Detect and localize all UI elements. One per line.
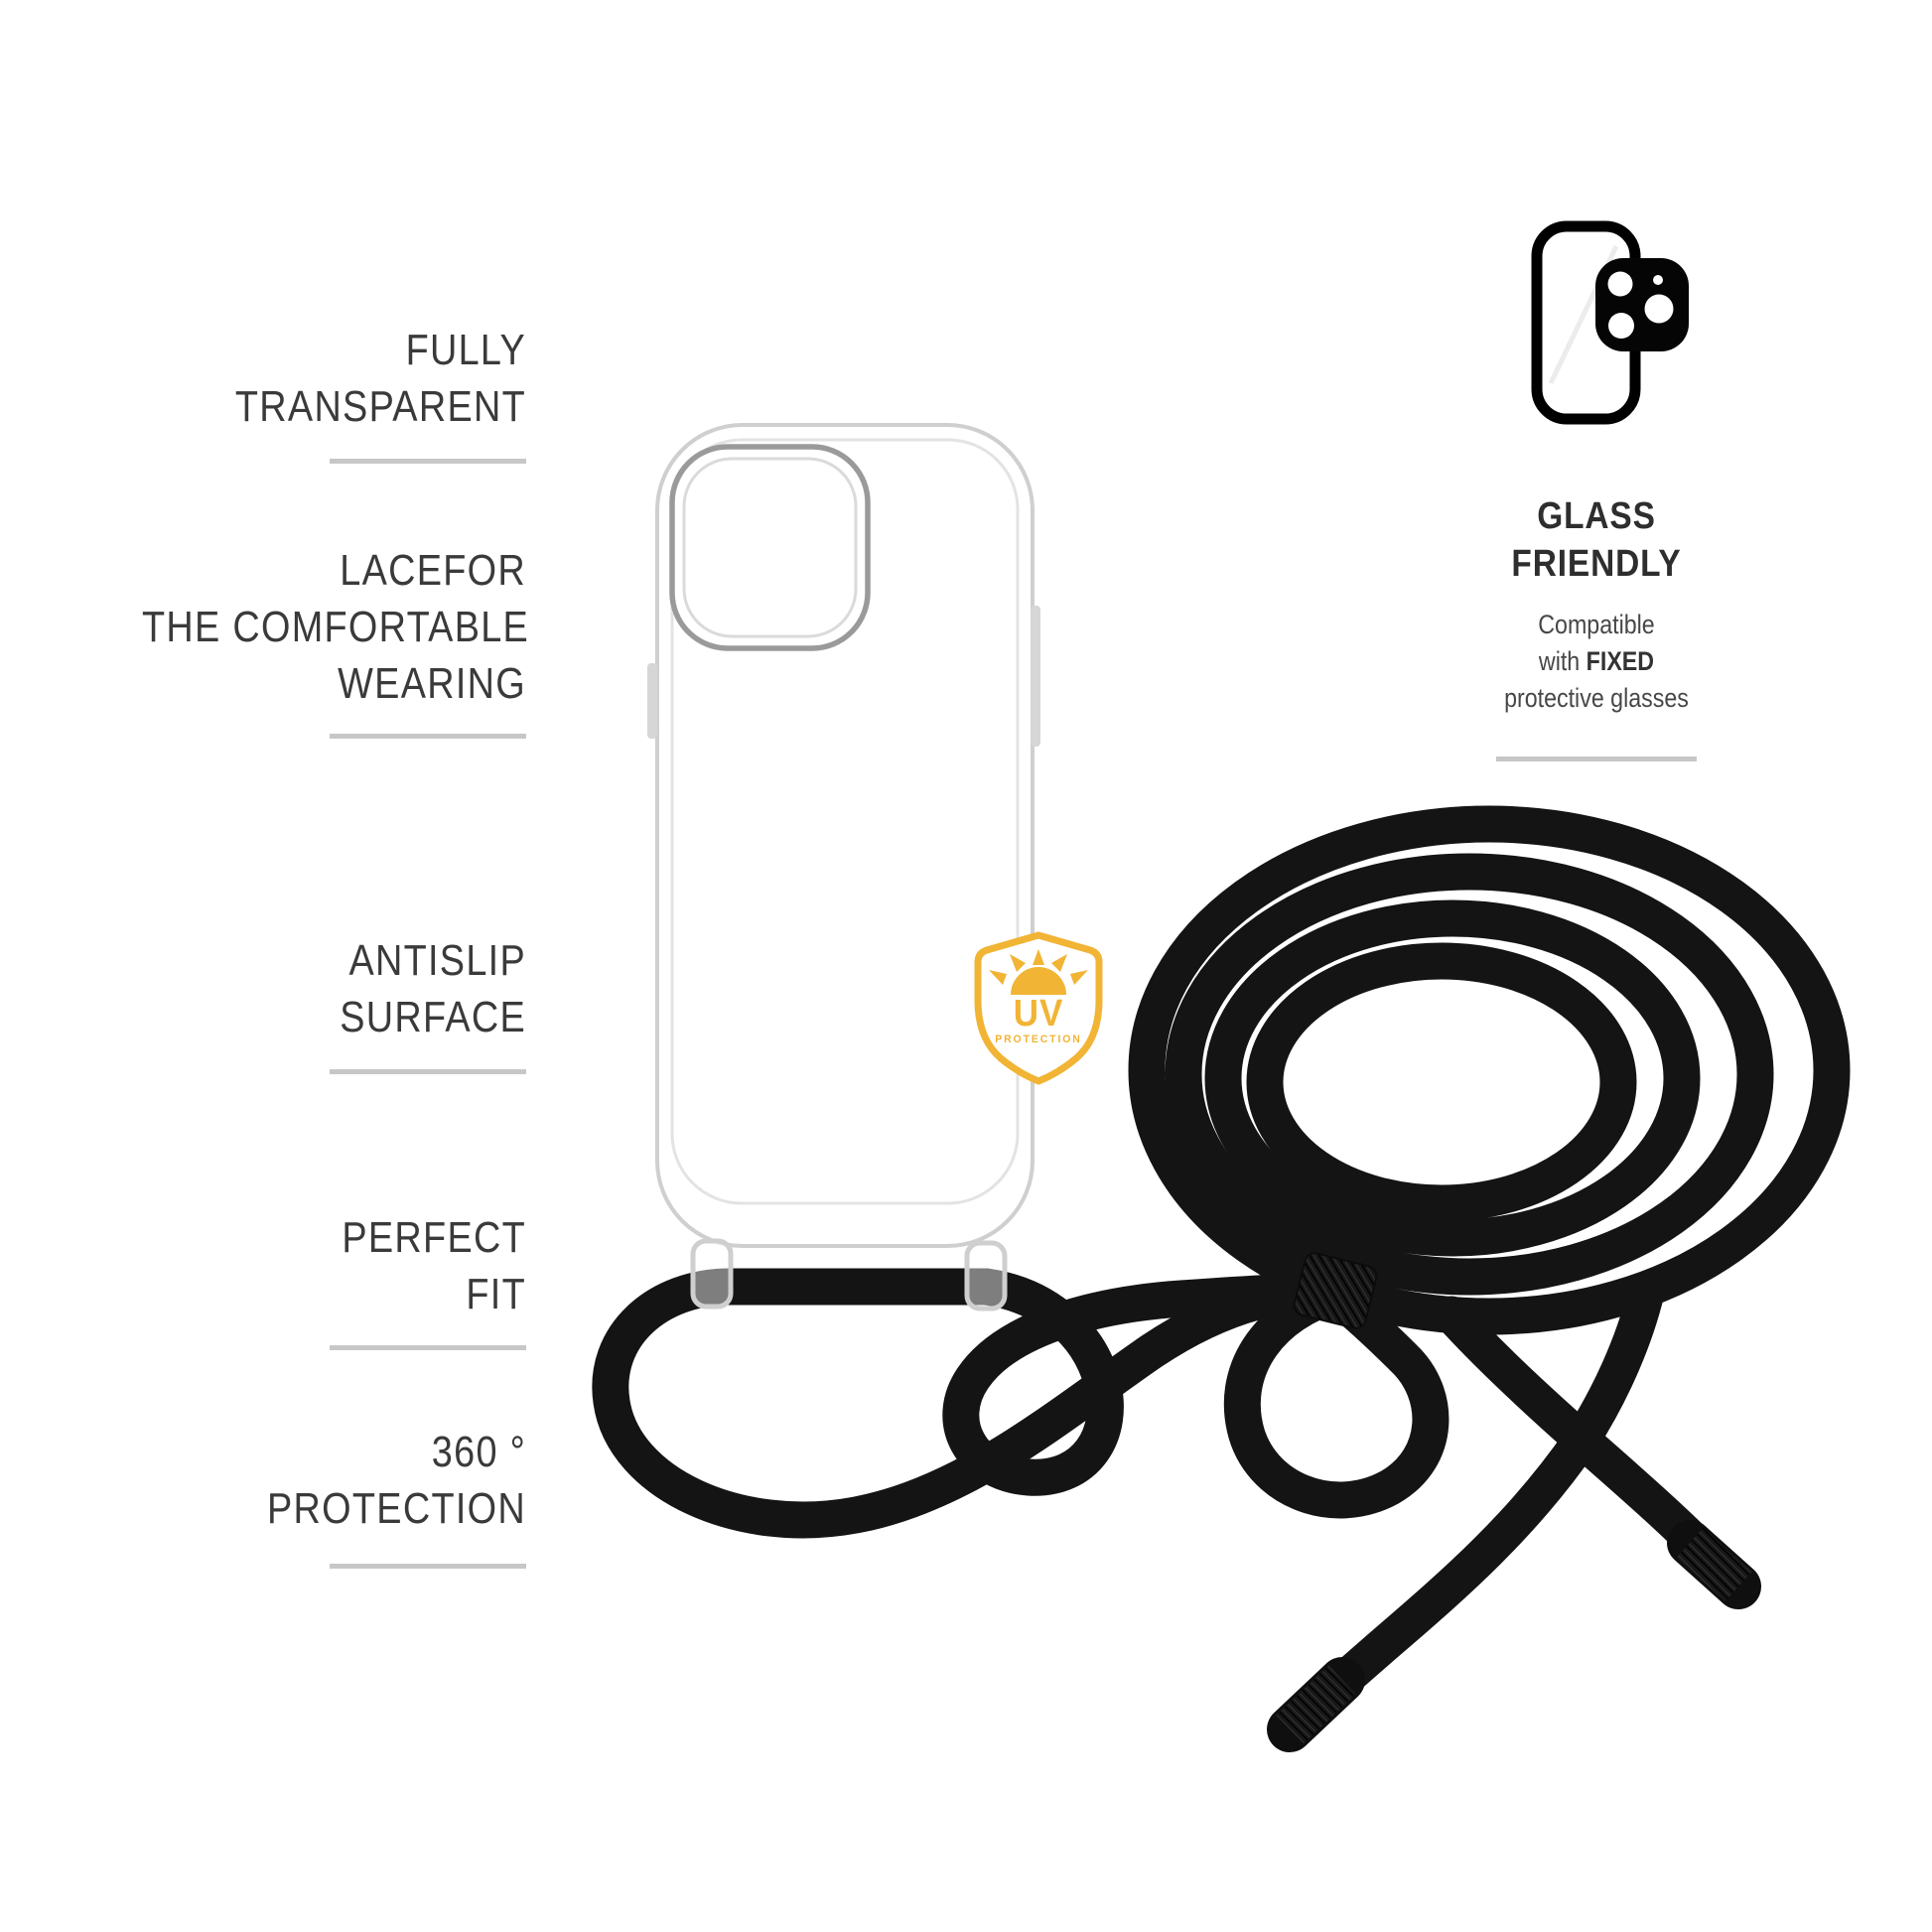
feature-line: TRANSPARENT [234, 382, 526, 431]
cord-tip-right-icon [1667, 1520, 1761, 1609]
feature-perfect-fit: PERFECT FIT [142, 1209, 526, 1322]
feature-line: THE COMFORTABLE [142, 603, 530, 651]
divider [330, 1345, 526, 1350]
lanyard-cord [592, 805, 1851, 1752]
glass-friendly-subtitle: Compatible with FIXED protective glasses [1485, 607, 1708, 717]
case-outer-edge [655, 423, 1035, 1248]
lens-top-left [1607, 271, 1633, 297]
cord-tail-left [1275, 1274, 1665, 1746]
divider [330, 1069, 526, 1074]
feature-line: PROTECTION [267, 1484, 526, 1533]
cord-lower-loop [592, 1268, 1355, 1539]
uv-badge-sublabel: PROTECTION [995, 1034, 1082, 1045]
cord-bead-loop [1223, 1276, 1449, 1519]
sun-icon [989, 949, 1088, 995]
case-side-button-right [1031, 606, 1040, 747]
coil-turn-4 [1246, 942, 1637, 1222]
feature-line: ANTISLIP [348, 936, 526, 985]
transparent-phone-case [647, 423, 1040, 1248]
case-inner-edge [670, 438, 1020, 1205]
divider [330, 1564, 526, 1569]
cord-curl-loop [942, 1268, 1355, 1496]
case-side-button-left [647, 663, 657, 739]
lens-right [1644, 294, 1674, 324]
cord-slider-bead [1293, 1252, 1378, 1329]
glass-protector-with-camera-lens-cover-icon [1531, 220, 1689, 425]
feature-line: FIT [466, 1270, 526, 1318]
feature-line: LACEFOR [340, 546, 526, 595]
divider [330, 459, 526, 464]
flash-dot [1653, 275, 1663, 285]
lens-bottom-left [1608, 313, 1634, 339]
uv-badge-label: UV [1013, 993, 1064, 1035]
feature-antislip-surface: ANTISLIP SURFACE [142, 932, 526, 1045]
subtitle-line: protective glasses [1504, 683, 1689, 713]
coil-turn-3 [1204, 899, 1701, 1257]
heading-line: GLASS [1537, 495, 1656, 537]
coil-turn-1 [1128, 805, 1851, 1335]
divider [1496, 757, 1697, 761]
feature-line: SURFACE [340, 993, 526, 1041]
glass-friendly-heading: GLASS FRIENDLY [1509, 492, 1684, 588]
feature-fully-transparent: FULLY TRANSPARENT [142, 322, 526, 435]
camera-cutout-outer [669, 444, 871, 651]
cord-tip-left-icon [1267, 1657, 1365, 1752]
heading-line: FRIENDLY [1511, 543, 1682, 585]
feature-line: 360 ° [431, 1428, 526, 1476]
feature-line: PERFECT [342, 1213, 526, 1262]
feature-line: FULLY [405, 326, 526, 374]
uv-protection-shield-sun-icon [974, 931, 1103, 1085]
coil-turn-2 [1165, 853, 1774, 1296]
feature-line: WEARING [338, 659, 526, 708]
feature-lace-comfortable-wearing: LACEFOR THE COMFORTABLE WEARING [142, 542, 530, 712]
camera-lens-cover [1595, 258, 1689, 351]
lanyard-ring-right [964, 1240, 1008, 1311]
divider [330, 734, 526, 739]
lanyard-ring-left [690, 1238, 734, 1310]
subtitle-line: Compatible [1538, 610, 1655, 639]
subtitle-line: with FIXED [1538, 646, 1655, 676]
camera-cutout-inner [682, 457, 858, 638]
feature-360-protection: 360 ° PROTECTION [142, 1424, 526, 1537]
shield-outline [974, 931, 1103, 1085]
